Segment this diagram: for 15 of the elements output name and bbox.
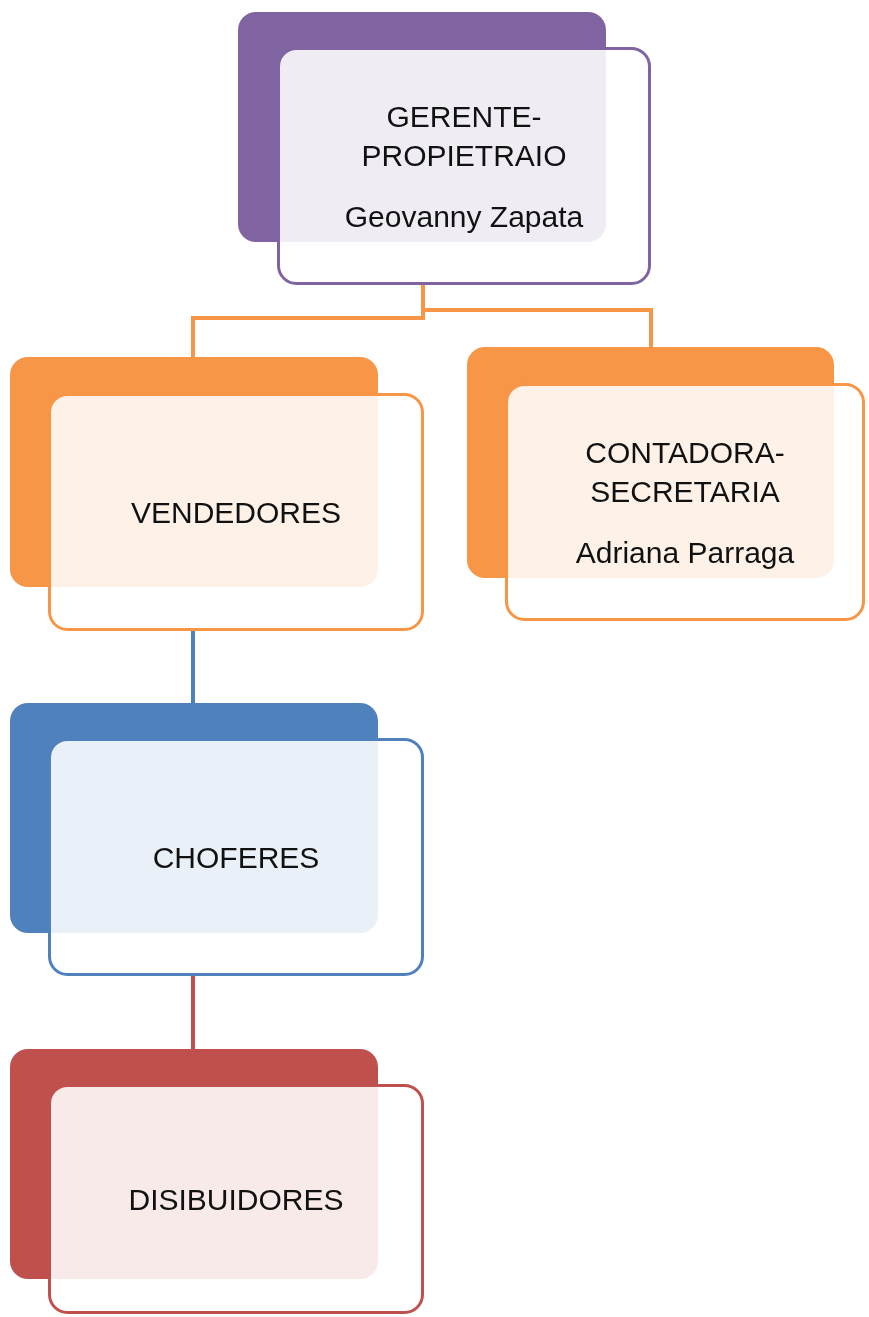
box-title: DISIBUIDORES: [128, 1181, 344, 1218]
person-name: Adriana Parraga: [575, 534, 795, 571]
org-chart-box: [10, 703, 424, 976]
org-chart-box: [10, 1049, 424, 1314]
connector-line: [191, 631, 195, 703]
person-name: Geovanny Zapata: [344, 198, 584, 235]
box-title: GERENTE- PROPIETRAIO: [360, 98, 568, 174]
box-title: VENDEDORES: [130, 494, 341, 531]
connector-line: [421, 285, 653, 347]
box-title: CHOFERES: [152, 839, 320, 876]
org-chart-box: [467, 347, 865, 621]
org-chart-box: [238, 12, 651, 285]
connector-line: [191, 976, 195, 1049]
box-title: CONTADORA- SECRETARIA: [584, 434, 786, 510]
org-chart-box: [10, 357, 424, 631]
